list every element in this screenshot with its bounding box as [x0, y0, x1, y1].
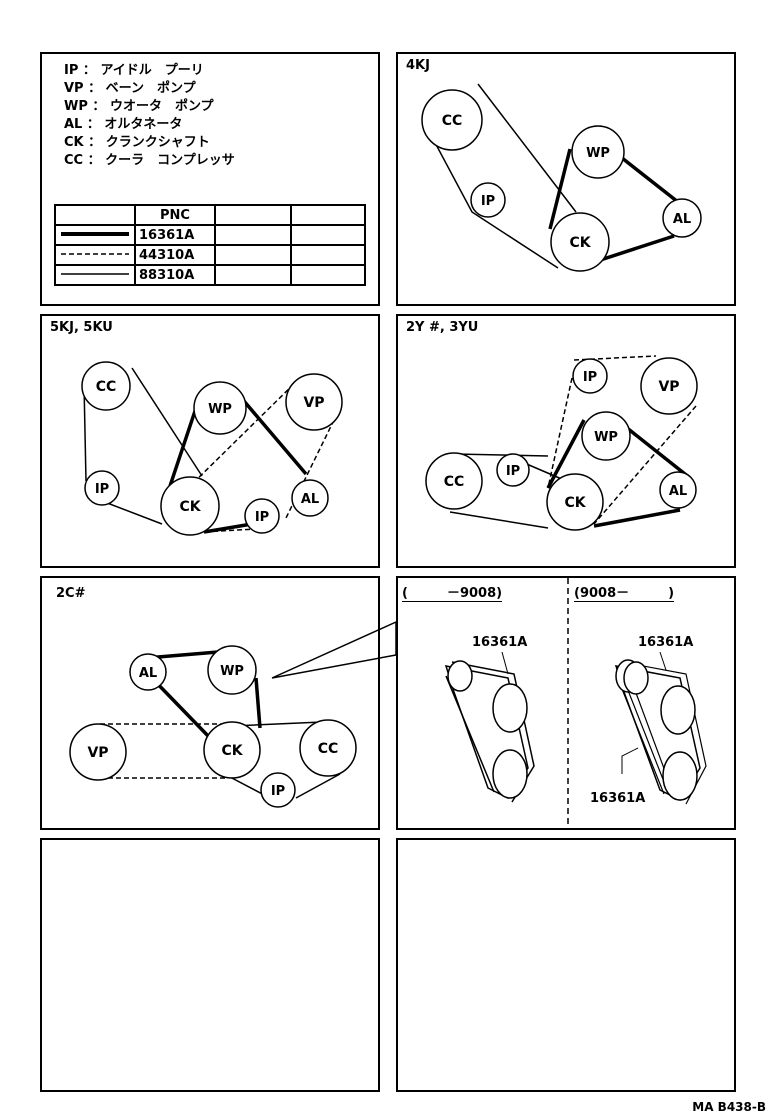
pulley-al	[129, 653, 167, 691]
legend-item-vp: VP ： ベーン ポンプ	[64, 81, 196, 96]
pulley-vp	[69, 723, 127, 781]
panel-empty-right	[396, 838, 736, 1092]
panel-2y: 2Y #, 3YU CC IP IP VP WP AL CK	[396, 314, 736, 568]
drawing-number: MA B438-B	[692, 1100, 766, 1114]
label-al: AL	[301, 492, 319, 507]
pnc-header: PNC	[134, 204, 216, 226]
pulley-wp	[571, 125, 625, 179]
pnc-table: PNC 16361A 44310A 88310A	[54, 204, 366, 286]
pulley-ck	[546, 473, 604, 531]
line-sample-thick	[54, 224, 136, 246]
pulley-wp	[207, 645, 257, 695]
pulley-ck	[550, 212, 610, 272]
label-al: AL	[139, 666, 157, 681]
label-vp: VP	[303, 395, 324, 411]
pulley-al	[291, 479, 329, 517]
pulley-vp	[640, 357, 698, 415]
belt-diagram-2y: CC IP IP VP WP AL CK	[425, 355, 698, 531]
label-wp: WP	[586, 146, 610, 161]
pulley-ip-2	[244, 498, 280, 534]
belt-left: 16361A	[444, 635, 535, 803]
range-right: (9008－ )	[574, 582, 675, 602]
right-top-pnc-label: 16361A	[638, 635, 693, 650]
label-wp: WP	[220, 664, 244, 679]
panel-title: 2C#	[56, 586, 86, 601]
label-vp: VP	[87, 745, 108, 761]
pulley-ip	[496, 453, 530, 487]
pulley-ip	[84, 470, 120, 506]
panel-empty-left	[40, 838, 380, 1092]
pulley-cc	[421, 89, 483, 151]
label-cc: CC	[442, 113, 463, 129]
pulley-ck	[203, 721, 261, 779]
line-sample-thin	[54, 264, 136, 286]
range-left: ( －9008)	[402, 582, 503, 602]
label-ck: CK	[569, 235, 591, 251]
label-vp: VP	[658, 379, 679, 395]
label-al: AL	[673, 212, 691, 227]
label-ip: IP	[95, 482, 109, 497]
pnc-cell: 16361A	[134, 224, 216, 246]
panel-title: 5KJ, 5KU	[50, 320, 113, 335]
label-ck: CK	[221, 743, 243, 759]
label-ip: IP	[506, 464, 520, 479]
legend-list: IP ： アイドル プーリ VP ： ベーン ポンプ WP ： ウオータ ポンプ…	[64, 62, 235, 170]
legend-item-al: AL ： オルタネータ	[64, 117, 183, 132]
belt-diagram-2c: VP AL WP CK CC IP	[69, 645, 357, 808]
line-sample-dashed	[54, 244, 136, 266]
pulley-cc	[299, 719, 357, 777]
label-ip: IP	[481, 194, 495, 209]
pulley-al	[662, 198, 702, 238]
right-bottom-pnc-label: 16361A	[590, 791, 645, 806]
legend-item-ip: IP ： アイドル プーリ	[64, 63, 204, 78]
legend-item-wp: WP ： ウオータ ポンプ	[64, 99, 214, 114]
pulley-wp	[193, 381, 247, 435]
pulley-vp	[285, 373, 343, 431]
panel-4kj: 4KJ CC IP WP AL CK	[396, 52, 736, 306]
label-cc: CC	[96, 379, 117, 395]
panel-5kj: 5KJ, 5KU CC IP WP VP CK IP AL	[40, 314, 380, 568]
label-ip: IP	[271, 784, 285, 799]
panel-2c: 2C# VP AL WP CK CC IP	[40, 576, 380, 830]
legend-panel: IP ： アイドル プーリ VP ： ベーン ポンプ WP ： ウオータ ポンプ…	[40, 52, 380, 306]
label-wp: WP	[594, 430, 618, 445]
pulley-ck	[160, 476, 220, 536]
label-ip-2: IP	[583, 370, 597, 385]
panel-title: 4KJ	[406, 58, 430, 73]
pulley-ip	[260, 772, 296, 808]
label-ip-2: IP	[255, 510, 269, 525]
pulley-al	[659, 471, 697, 509]
legend-item-ck: CK ： クランクシャフト	[64, 135, 210, 150]
belt-diagram-4kj: CC IP WP AL CK	[421, 83, 702, 272]
label-al: AL	[669, 484, 687, 499]
label-ck: CK	[179, 499, 201, 515]
label-cc: CC	[444, 474, 465, 490]
label-wp: WP	[208, 402, 232, 417]
pulley-wp	[581, 411, 631, 461]
pnc-cell: 88310A	[134, 264, 216, 286]
label-cc: CC	[318, 741, 339, 757]
pulley-ip	[470, 182, 506, 218]
belt-diagram-5kj: CC IP WP VP CK IP AL	[81, 361, 343, 536]
panel-belt-detail: ( －9008) (9008－ ) 16361A 16361A 16361A	[396, 576, 736, 830]
belt-detail-drawing: 16361A 16361A 16361A	[444, 578, 707, 828]
label-ck: CK	[564, 495, 586, 511]
legend-item-cc: CC ： クーラ コンプレッサ	[64, 153, 235, 168]
pnc-cell: 44310A	[134, 244, 216, 266]
panel-title: 2Y #, 3YU	[406, 320, 479, 335]
pulley-cc	[81, 361, 131, 411]
left-pnc-label: 16361A	[472, 635, 527, 650]
belt-right: 16361A 16361A	[590, 635, 707, 806]
pulley-cc	[425, 452, 483, 510]
pulley-ip-2	[572, 358, 608, 394]
